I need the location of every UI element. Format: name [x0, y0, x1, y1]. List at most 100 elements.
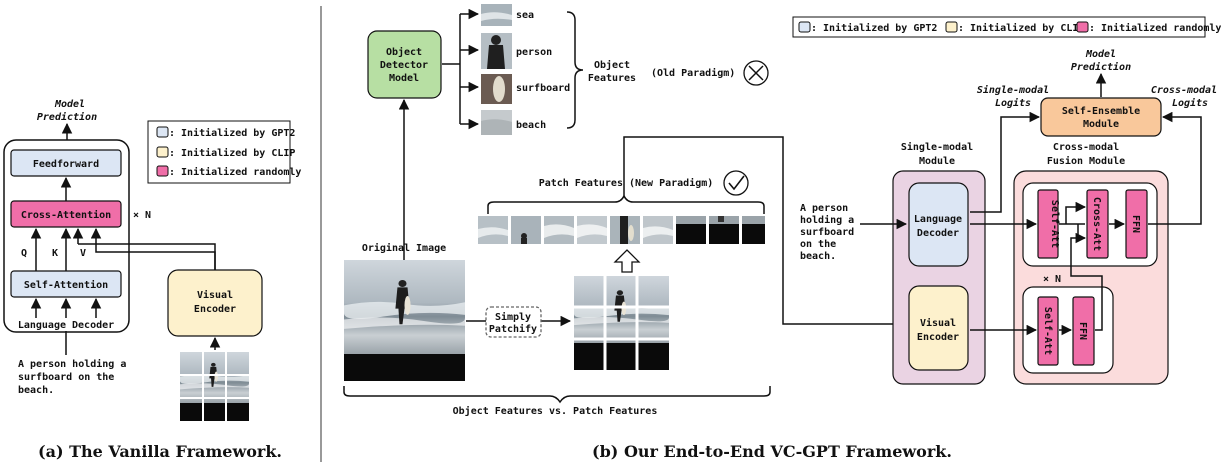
arrow-visual-kv	[1070, 232, 1103, 331]
object-detector-block	[367, 30, 442, 99]
object-label-person: person	[516, 47, 552, 58]
self-ensemble-label-1: Self-Ensemble	[1062, 106, 1140, 117]
visual-encoder-a	[167, 269, 263, 337]
cross-attention-label: Cross-Attention	[21, 209, 111, 221]
model-prediction-b-2: Prediction	[1071, 61, 1131, 73]
patch-features-brace	[487, 194, 765, 214]
single-module-label-1: Single-modal	[901, 141, 973, 153]
simply-patchify-box	[485, 306, 542, 338]
patch-row	[478, 216, 765, 244]
legend-gpt2-swatch	[156, 126, 169, 138]
fusion-module-label-2: Fusion Module	[1047, 155, 1125, 167]
self-att-lower	[1037, 296, 1059, 366]
cross-attention-block	[10, 200, 122, 228]
object-label-sea: sea	[516, 10, 534, 21]
legend-b	[792, 16, 1206, 38]
single-logits-label-1: Single-modal	[977, 84, 1049, 96]
k-label: K	[52, 248, 58, 259]
input-text-line-2: surfboard on the	[18, 372, 114, 383]
object-crops	[481, 4, 512, 135]
visual-encoder-b-label-1: Visual	[920, 317, 956, 329]
detector-label-1: Object	[386, 46, 422, 58]
ffn-upper	[1125, 189, 1148, 259]
hollow-up-arrow	[613, 249, 641, 273]
fusion-repeat-n-label: × N	[1043, 274, 1061, 285]
cross-att-block	[1086, 189, 1109, 259]
visual-encoder-b-label-2: Encoder	[917, 332, 959, 343]
model-prediction-label-2: Prediction	[37, 111, 97, 123]
legend-b-gpt2-text: : Initialized by GPT2	[811, 22, 937, 34]
simply-patchify-label-2: Patchify	[489, 323, 537, 335]
visual-encoder-b	[908, 285, 969, 371]
input-b-line-4: on the	[800, 239, 836, 250]
v-label: V	[80, 248, 86, 259]
bottom-brace	[343, 386, 771, 404]
language-decoder-b-label-1: Language	[914, 214, 962, 225]
cross-mark-glyph	[748, 65, 764, 81]
legend-random-text: : Initialized randomly	[169, 166, 301, 178]
arrow-cross-logits	[1148, 111, 1202, 225]
self-ensemble-block	[1040, 97, 1162, 137]
detector-label-3: Model	[389, 73, 419, 84]
ffn-upper-label: FFN	[1130, 215, 1141, 233]
ffn-lower-label: FFN	[1077, 322, 1088, 340]
simply-patchify-label-1: Simply	[495, 311, 531, 323]
legend-a	[147, 120, 291, 184]
language-decoder-label: Language Decoder	[18, 320, 114, 331]
model-prediction-label: Model	[54, 99, 85, 110]
arrow-q-branch	[1065, 201, 1087, 224]
cross-logits-label-2: Logits	[1172, 97, 1208, 109]
bottom-comparison-label: Object Features vs. Patch Features	[453, 405, 658, 417]
arrow-k-branch	[78, 243, 216, 270]
patch-grid-a	[180, 352, 249, 421]
object-label-surfboard: surfboard	[516, 83, 570, 94]
feedforward-block	[10, 149, 122, 177]
legend-b-gpt2-swatch	[798, 21, 811, 33]
self-att-upper	[1037, 189, 1059, 259]
repeat-n-label: × N	[133, 210, 151, 221]
patch-grid-b	[574, 276, 669, 370]
caption-b: (b) Our End-to-End VC-GPT Framework.	[592, 442, 952, 461]
model-prediction-b-1: Model	[1085, 49, 1116, 60]
feedforward-label: Feedforward	[33, 159, 99, 170]
legend-b-clip-swatch	[945, 21, 958, 33]
original-image	[344, 260, 465, 381]
visual-encoder-a-label-2: Encoder	[194, 304, 236, 315]
panel-vanilla: Model Prediction Feedforward Cross-Atten…	[3, 99, 301, 461]
input-b-line-3: surfboard	[800, 227, 854, 238]
language-decoder-b-label-2: Decoder	[917, 228, 959, 239]
arrow-patches-to-visual-encoder	[623, 136, 908, 330]
object-features-brace	[566, 11, 584, 129]
ffn-lower	[1072, 296, 1095, 366]
original-image-label: Original Image	[362, 242, 446, 254]
input-b-line-1: A person	[800, 203, 848, 214]
cross-logits-label-1: Cross-modal	[1151, 85, 1217, 96]
object-label-beach: beach	[516, 120, 546, 131]
panel-ours: Object Detector Model sea person surfboa…	[343, 4, 1221, 461]
legend-random-swatch	[156, 165, 169, 177]
input-b-line-2: holding a	[800, 214, 854, 226]
self-att-upper-label: Self-Att	[1049, 200, 1060, 248]
self-attention-block	[10, 270, 122, 298]
self-ensemble-label-2: Module	[1083, 119, 1119, 130]
legend-clip-swatch	[156, 146, 169, 158]
old-paradigm-label: (Old Paradigm)	[651, 67, 735, 79]
arrow-v	[90, 227, 216, 270]
language-decoder-b	[908, 182, 969, 267]
visual-encoder-a-label-1: Visual	[197, 289, 233, 301]
detector-label-2: Detector	[380, 60, 428, 71]
input-text-line-3: beach.	[18, 385, 54, 396]
object-features-label-1: Object	[594, 59, 630, 71]
fusion-module-label-1: Cross-modal	[1053, 142, 1119, 153]
legend-b-clip-text: : Initialized by CLIP	[958, 22, 1084, 34]
patch-features-label: Patch Features (New Paradigm)	[539, 177, 714, 189]
self-attention-label: Self-Attention	[24, 279, 108, 291]
cross-att-label: Cross-Att	[1091, 197, 1102, 251]
legend-clip-text: : Initialized by CLIP	[169, 147, 295, 159]
single-module-label-2: Module	[919, 156, 955, 167]
check-mark-glyph	[728, 175, 745, 191]
caption-a: (a) The Vanilla Framework.	[38, 442, 282, 461]
self-att-lower-label: Self-Att	[1042, 307, 1053, 355]
legend-gpt2-text: : Initialized by GPT2	[169, 127, 295, 139]
